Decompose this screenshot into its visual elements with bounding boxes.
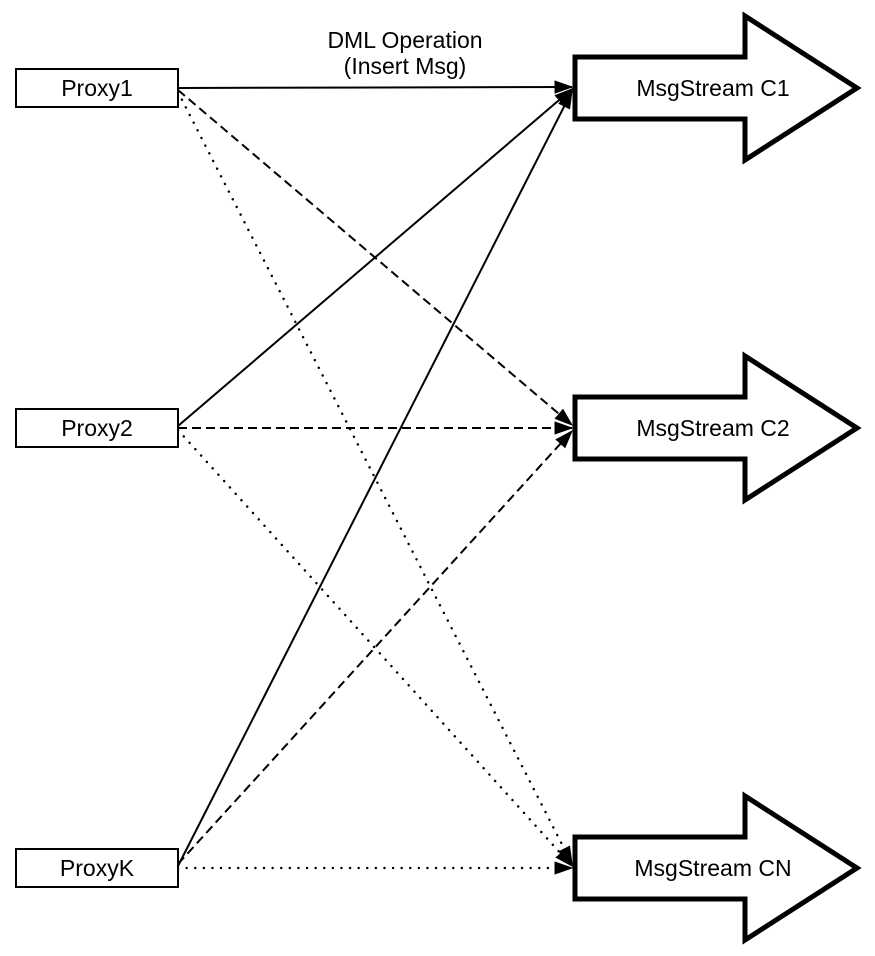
- edge-proxy1-msgstream-c1: [177, 80, 574, 94]
- msgstream-c1-label: MsgStream C1: [636, 75, 789, 101]
- edge-proxy1-msgstream-cn: [176, 90, 574, 866]
- edge-proxy1-msgstream-c2: [177, 89, 574, 426]
- edge-caption-line2: (Insert Msg): [344, 53, 467, 79]
- edge-proxyk-msgstream-c1: [177, 89, 573, 867]
- proxy1-label: Proxy1: [61, 75, 133, 101]
- proxyk-box: [15, 848, 179, 888]
- msgstream-cn-arrow-shape: [572, 791, 862, 945]
- edge-proxy2-msgstream-cn: [176, 428, 574, 868]
- msgstream-c1-arrow-shape: [572, 11, 862, 165]
- proxy2-box: [15, 408, 179, 448]
- proxyk-label: ProxyK: [60, 855, 135, 881]
- msgstream-cn-label: MsgStream CN: [634, 855, 791, 881]
- msgstream-c2-arrow-shape: [572, 351, 862, 505]
- proxy1-box: [15, 68, 179, 108]
- msgstream-c2-label: MsgStream C2: [636, 415, 789, 441]
- proxy2-label: Proxy2: [61, 415, 133, 441]
- edge-caption-line1: DML Operation: [327, 27, 482, 53]
